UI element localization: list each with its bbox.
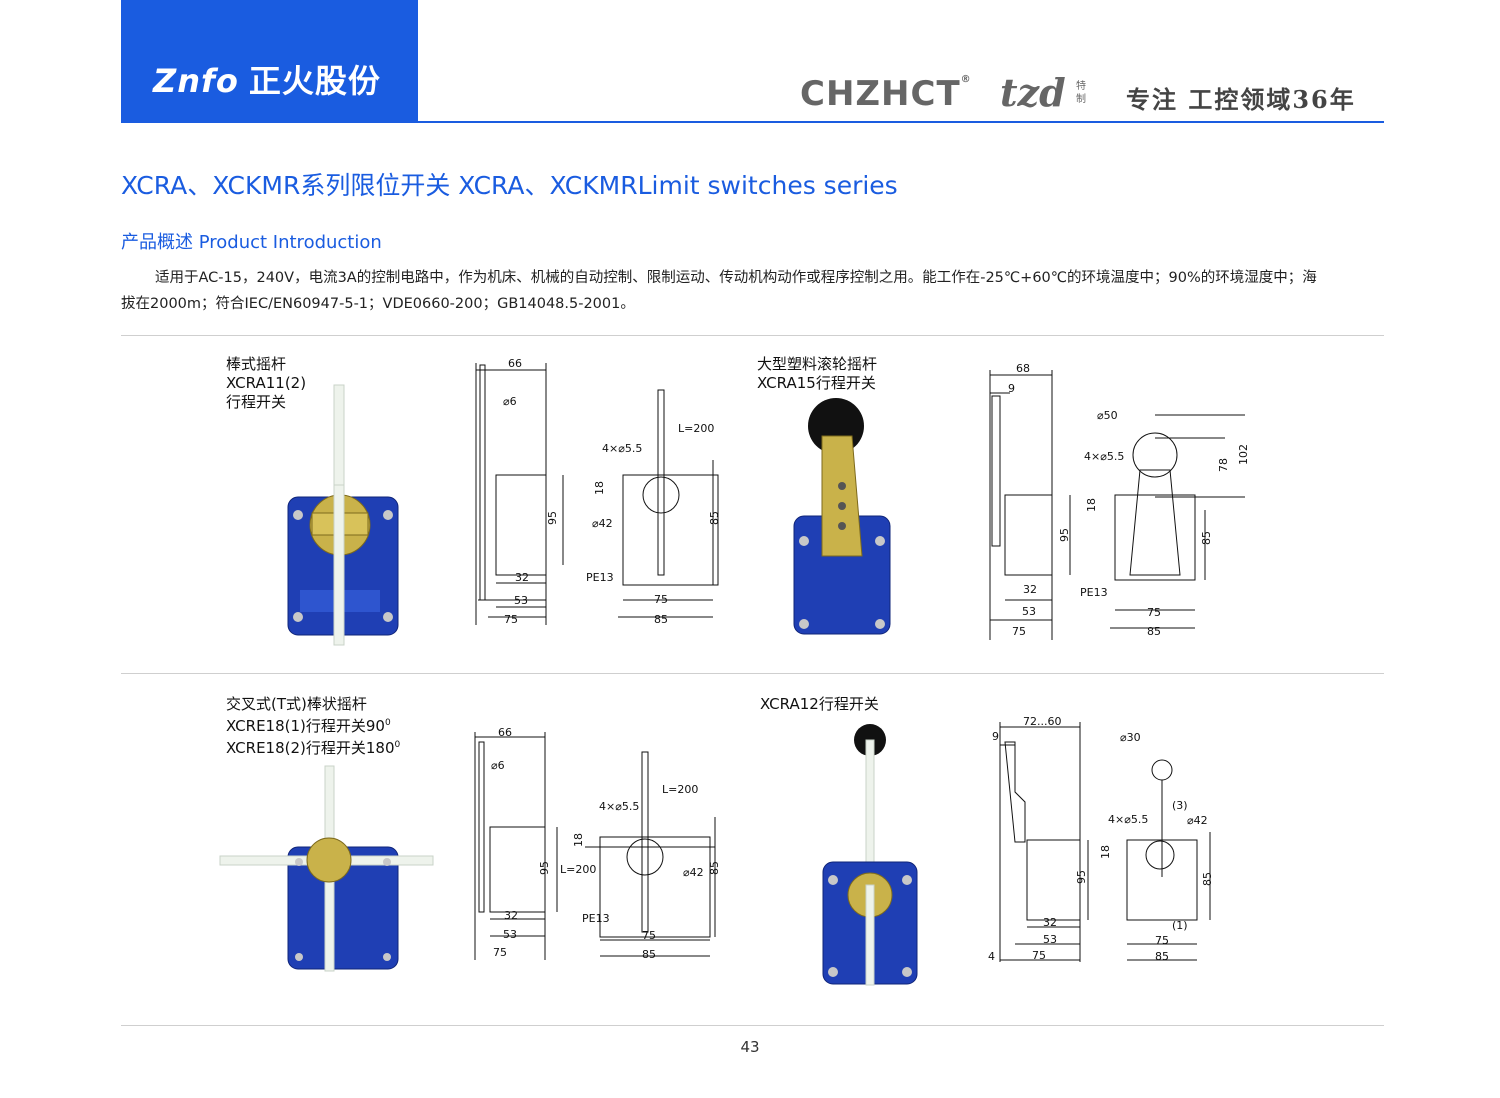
dim-label: 85 <box>708 861 721 875</box>
dim-label: 85 <box>654 613 668 626</box>
caption-line: XCRA11(2) <box>226 374 307 392</box>
product-2-dimension-drawing: 68 9 95 32 53 75 ⌀50 4×⌀5.5 18 78 102 85… <box>989 362 1250 640</box>
product-2-caption: 大型塑料滚轮摇杆 XCRA15行程开关 <box>757 355 877 393</box>
dim-label: ⌀42 <box>592 517 613 530</box>
dim-label: 53 <box>1043 933 1057 946</box>
dim-label: 85 <box>642 948 656 961</box>
adjustable-roller-switch-photo <box>822 724 918 986</box>
dim-label: 78 <box>1217 458 1230 472</box>
roller-lever-switch-photo <box>793 398 891 635</box>
dim-label: 75 <box>1012 625 1026 638</box>
dim-label: 75 <box>654 593 668 606</box>
brand-tzd: tzd <box>1000 70 1066 115</box>
dim-label: 68 <box>1016 362 1030 375</box>
dim-label: 85 <box>1155 950 1169 963</box>
dim-label: 9 <box>992 730 999 743</box>
dim-label: ⌀42 <box>683 866 704 879</box>
dim-label: 4×⌀5.5 <box>602 442 642 455</box>
dim-label: 75 <box>642 929 656 942</box>
intro-line-2: 拔在2000m；符合IEC/EN60947-5-1；VDE0660-200；GB… <box>121 296 635 312</box>
dim-label: 72...60 <box>1023 715 1061 728</box>
caption-line: 棒式摇杆 <box>226 355 287 373</box>
dim-label: 95 <box>538 861 551 875</box>
dim-label: 32 <box>515 571 529 584</box>
product-1-caption: 棒式摇杆 XCRA11(2) 行程开关 <box>226 355 306 412</box>
dim-label: 66 <box>508 357 522 370</box>
dim-label: 85 <box>1200 531 1213 545</box>
product-4-caption: XCRA12行程开关 <box>760 695 879 714</box>
caption-line: XCRA12行程开关 <box>760 695 879 713</box>
product-3-dimension-drawing: 66 ⌀6 95 32 53 75 L=200 4×⌀5.5 18 L=200 … <box>474 726 721 961</box>
caption-line: 行程开关 <box>226 393 287 411</box>
intro-paragraph: 适用于AC-15，240V，电流3A的控制电路中，作为机床、机械的自动控制、限制… <box>121 265 1384 317</box>
dim-label: ⌀50 <box>1097 409 1118 422</box>
dim-label: 75 <box>493 946 507 959</box>
brand-tzd-note: 特制 <box>1076 81 1086 105</box>
dim-label: ⌀30 <box>1120 731 1141 744</box>
dim-label: L=200 <box>678 422 714 435</box>
intro-line-1: 适用于AC-15，240V，电流3A的控制电路中，作为机床、机械的自动控制、限制… <box>155 270 1317 286</box>
dim-label: 66 <box>498 726 512 739</box>
caption-line: 大型塑料滚轮摇杆 <box>757 355 878 373</box>
page-number: 43 <box>740 1038 760 1056</box>
caption-line: 交叉式(T式)棒状摇杆 <box>226 695 367 713</box>
slogan: 专注 工控领域36年 <box>1126 85 1356 114</box>
caption-line: XCRE18(1)行程开关900 <box>226 717 391 735</box>
dim-label: (1) <box>1172 919 1188 932</box>
page-title: XCRA、XCKMR系列限位开关 XCRA、XCKMRLimit switche… <box>121 171 898 200</box>
dim-label: 4×⌀5.5 <box>599 800 639 813</box>
dim-label: 53 <box>1022 605 1036 618</box>
caption-line: XCRA15行程开关 <box>757 374 876 392</box>
dim-label: L=200 <box>560 863 596 876</box>
dim-label: ⌀42 <box>1187 814 1208 827</box>
dim-label: L=200 <box>662 783 698 796</box>
product-3-caption: 交叉式(T式)棒状摇杆 XCRE18(1)行程开关900 XCRE18(2)行程… <box>226 695 400 758</box>
dim-label: PE13 <box>1080 586 1108 599</box>
dim-label: 95 <box>1058 528 1071 542</box>
product-1-dimension-drawing: 66 ⌀6 95 32 53 75 L=200 4×⌀5.5 18 ⌀42 85… <box>475 357 721 626</box>
dim-label: (3) <box>1172 799 1188 812</box>
dim-label: 4×⌀5.5 <box>1108 813 1148 826</box>
dim-label: 18 <box>1085 498 1098 512</box>
dim-label: 32 <box>504 909 518 922</box>
header-divider <box>121 121 1384 123</box>
dim-label: 18 <box>1099 845 1112 859</box>
dim-label: 95 <box>546 511 559 525</box>
dim-label: ⌀6 <box>491 759 505 772</box>
dim-label: 75 <box>1032 949 1046 962</box>
brand-chzhct: CHZHCT® <box>800 74 972 114</box>
dim-label: ⌀6 <box>503 395 517 408</box>
dim-label: 53 <box>503 928 517 941</box>
product-4-dimension-drawing: 72...60 9 95 32 53 75 4 ⌀30 (3) 4×⌀5.5 ⌀… <box>988 715 1214 963</box>
dim-label: 85 <box>708 511 721 525</box>
dim-label: 32 <box>1043 916 1057 929</box>
dim-label: 9 <box>1008 382 1015 395</box>
rod-lever-switch-photo <box>287 384 399 646</box>
dim-label: 95 <box>1075 870 1088 884</box>
dim-label: 85 <box>1201 872 1214 886</box>
dim-label: 4×⌀5.5 <box>1084 450 1124 463</box>
dim-label: 53 <box>514 594 528 607</box>
dim-label: 18 <box>593 481 606 495</box>
cross-rod-switch-photo <box>219 765 434 972</box>
divider-top <box>121 335 1384 336</box>
divider-bottom <box>121 1025 1384 1026</box>
dim-label: 85 <box>1147 625 1161 638</box>
dim-label: 75 <box>1155 934 1169 947</box>
dim-label: 18 <box>572 833 585 847</box>
caption-line: XCRE18(2)行程开关1800 <box>226 739 401 757</box>
dim-label: PE13 <box>586 571 614 584</box>
dim-label: 75 <box>1147 606 1161 619</box>
dim-label: 75 <box>504 613 518 626</box>
dim-label: PE13 <box>582 912 610 925</box>
dim-label: 32 <box>1023 583 1037 596</box>
divider-middle <box>121 673 1384 674</box>
dim-label: 4 <box>988 950 995 963</box>
section-subtitle: 产品概述 Product Introduction <box>121 232 382 253</box>
dim-label: 102 <box>1237 444 1250 465</box>
